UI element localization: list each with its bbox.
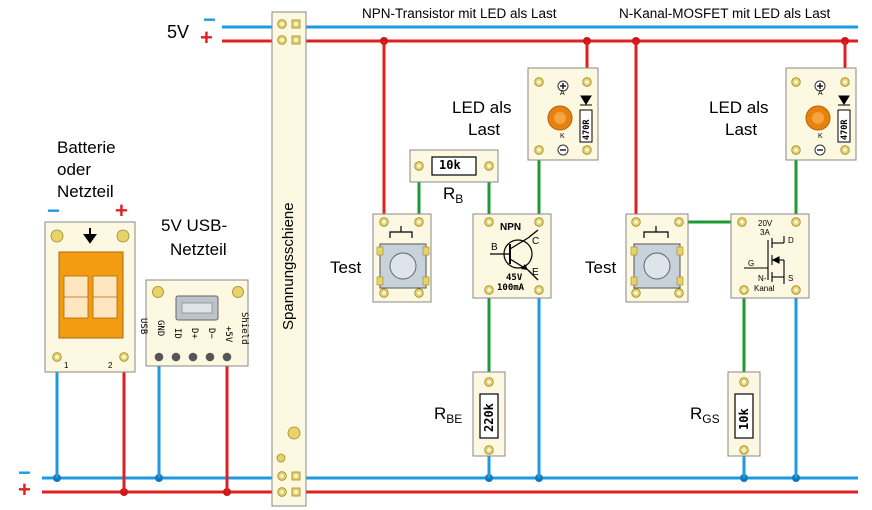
- npn-led-anode-label: A: [560, 90, 565, 97]
- mosfet-circuit-heading: N-Kanal-MOSFET mit LED als Last: [619, 6, 831, 21]
- npn-rating-voltage: 45V: [506, 273, 523, 283]
- mosfet-pin-g: G: [748, 259, 755, 268]
- mosfet-led-cathode-label: K: [818, 133, 823, 140]
- mosfet-type-line1: N-: [758, 274, 767, 283]
- battery-pin2-label: 2: [108, 361, 113, 370]
- usb-pin-dminus: D−: [206, 328, 216, 339]
- npn-led-cathode-label: K: [560, 133, 565, 140]
- npn-rb-value: 10k: [439, 158, 461, 172]
- npn-rb-label: RB: [443, 184, 464, 206]
- npn-rbe-board: [472, 371, 506, 457]
- battery-title-line1: Batterie: [57, 138, 116, 157]
- top-plus-sign: +: [200, 25, 213, 50]
- npn-rbe-value: 220k: [482, 403, 496, 432]
- mosfet-board: [730, 213, 810, 299]
- push-button-symbol-icon: [389, 226, 413, 238]
- npn-transistor-board: [472, 213, 552, 299]
- npn-led-board: [527, 67, 599, 161]
- n-channel-mosfet-icon: [744, 236, 785, 284]
- mosfet-led-anode-label: A: [818, 90, 823, 97]
- bottom-minus-sign: −: [18, 460, 31, 485]
- rail-5v-label: 5V: [167, 22, 190, 42]
- npn-rating-current: 100mA: [497, 283, 525, 293]
- top-minus-sign: −: [203, 7, 216, 32]
- npn-test-label: Test: [330, 258, 362, 277]
- mosfet-led-resistor-value: 470R: [840, 119, 850, 140]
- npn-pin-c: C: [532, 236, 540, 247]
- mosfet-led-label-line1: LED als: [709, 98, 769, 117]
- arrow-down-icon: [83, 228, 97, 244]
- mosfet-rating-voltage: 20V: [758, 219, 773, 228]
- battery-minus-sign: −: [47, 198, 60, 223]
- mosfet-rating-current: 3A: [760, 228, 770, 237]
- usb-pin-gnd: GND: [155, 320, 165, 337]
- npn-test-button-board: [372, 213, 432, 303]
- top-rails: [222, 25, 858, 45]
- npn-transistor-name: NPN: [500, 222, 522, 233]
- usb-pin-dplus: D+: [189, 328, 199, 339]
- npn-rb-board: [409, 149, 499, 183]
- battery-pin1-label: 1: [64, 361, 69, 370]
- npn-led-label-line1: LED als: [452, 98, 512, 117]
- test-button: [643, 252, 671, 280]
- mosfet-test-button-board: [625, 213, 689, 303]
- npn-led-label-line2: Last: [468, 120, 501, 139]
- npn-rbe-label: RBE: [434, 404, 463, 426]
- usb-title-line2: Netzteil: [170, 240, 227, 259]
- mosfet-rgs-label: RGS: [690, 404, 720, 426]
- usb-pin-5v: +5V: [223, 326, 233, 343]
- usb-pin-shield: Shield: [239, 312, 249, 345]
- npn-circuit-heading: NPN-Transistor mit LED als Last: [362, 6, 557, 21]
- push-button-symbol-icon: [643, 226, 669, 238]
- battery-title-line2: oder: [57, 160, 92, 179]
- battery-plus-sign: +: [115, 198, 128, 223]
- diode-symbol-icon: [580, 95, 592, 106]
- mosfet-led-label-line2: Last: [725, 120, 758, 139]
- mosfet-type-line2: Kanal: [754, 284, 775, 293]
- mosfet-test-label: Test: [585, 258, 617, 277]
- bottom-rails: [42, 474, 858, 496]
- usb-title-line1: 5V USB-: [161, 216, 228, 235]
- npn-pin-b: B: [491, 242, 498, 253]
- test-button: [389, 252, 417, 280]
- usb-pin-usb: USB: [138, 318, 148, 335]
- bottom-plus-sign: +: [18, 477, 31, 502]
- battery-title-line3: Netzteil: [57, 182, 114, 201]
- diode-symbol-icon: [838, 95, 850, 106]
- voltage-bus-label: Spannungsschiene: [280, 202, 297, 330]
- usb-pin-id: ID: [172, 328, 182, 339]
- npn-led-resistor-value: 470R: [582, 119, 592, 140]
- voltage-bus-board: [271, 11, 307, 507]
- battery-psu-board: [44, 221, 136, 373]
- npn-pin-e: E: [532, 267, 539, 278]
- mosfet-pin-s: S: [788, 274, 794, 283]
- mosfet-led-board: [785, 67, 857, 161]
- usb-psu-board: [145, 279, 249, 367]
- mosfet-rgs-board: [727, 371, 761, 457]
- mosfet-rgs-value: 10k: [737, 408, 751, 430]
- mosfet-pin-d: D: [788, 236, 794, 245]
